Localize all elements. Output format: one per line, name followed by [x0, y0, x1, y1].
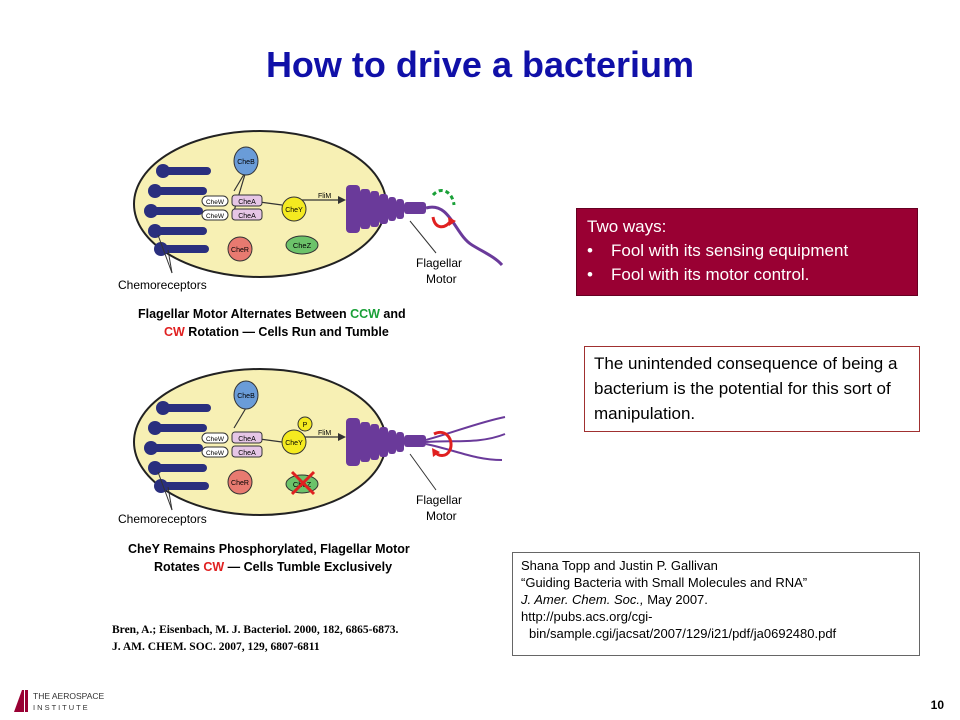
chea-protein [231, 431, 263, 444]
flim-label: FliM [318, 193, 331, 200]
svg-text:CheA: CheA [238, 199, 256, 206]
svg-text:CheW: CheW [206, 213, 225, 220]
two-ways-list: Fool with its sensing equipment Fool wit… [587, 239, 907, 287]
citation-journal: J. Amer. Chem. Soc., [521, 592, 644, 607]
svg-text:CheZ: CheZ [293, 241, 312, 250]
chea-protein [231, 194, 263, 207]
diagram-cw-only: CheB CheW CheW CheA CheA CheR P CheY Che… [118, 368, 506, 574]
flim-label: FliM [318, 430, 331, 437]
reference-item: Bren, A.; Eisenbach, M. J. Bacteriol. 20… [112, 624, 399, 636]
reference-item: J. AM. CHEM. SOC. 2007, 129, 6807-6811 [112, 641, 320, 653]
cross-mark-icon [290, 470, 316, 496]
diagram-caption: CW Rotation — Cells Run and Tumble [164, 325, 389, 339]
diagram-caption: CheY Remains Phosphorylated, Flagellar M… [128, 542, 410, 556]
aerospace-institute-logo: THE AEROSPACE I N S T I T U T E [14, 690, 104, 712]
chew-protein [201, 209, 229, 221]
motor-label: Motor [426, 509, 457, 523]
svg-text:CheR: CheR [231, 480, 249, 487]
page-title: How to drive a bacterium [265, 44, 695, 85]
cher-protein [227, 236, 253, 262]
flagellar-motor [346, 418, 426, 466]
chea-protein [231, 208, 263, 221]
chemoreceptors-label: Chemoreceptors [118, 512, 207, 526]
svg-text:CheB: CheB [237, 159, 255, 166]
chea-protein [231, 445, 263, 458]
flagellar-label: Flagellar [416, 493, 462, 507]
consequence-note: The unintended consequence of being a ba… [584, 346, 920, 432]
svg-text:P: P [303, 422, 308, 429]
cheb-protein [233, 380, 259, 410]
flagellar-label: Flagellar [416, 256, 462, 270]
svg-text:CheY: CheY [285, 440, 303, 447]
svg-text:CheA: CheA [238, 450, 256, 457]
svg-text:CheW: CheW [206, 436, 225, 443]
chemoreceptor-array [144, 164, 211, 256]
two-ways-heading: Two ways: [587, 217, 667, 236]
chemoreceptors-label: Chemoreceptors [118, 278, 207, 292]
diagram-caption: Rotates CW — Cells Tumble Exclusively [154, 560, 392, 574]
svg-text:I N S T I T U T E: I N S T I T U T E [33, 703, 88, 712]
chew-protein [201, 432, 229, 444]
diagram-ccw-cw: CheB CheW CheW CheA CheA CheR CheY CheZ … [118, 130, 504, 339]
chew-protein [201, 446, 229, 458]
flagellar-motor [346, 185, 426, 233]
svg-text:CheA: CheA [238, 213, 256, 220]
chew-protein [201, 195, 229, 207]
cher-protein [227, 469, 253, 495]
chez-protein [285, 235, 319, 255]
svg-text:THE AEROSPACE: THE AEROSPACE [33, 691, 104, 701]
two-ways-box: Two ways: Fool with its sensing equipmen… [576, 208, 918, 296]
svg-text:CheA: CheA [238, 436, 256, 443]
svg-text:CheW: CheW [206, 450, 225, 457]
citation-box: Shana Topp and Justin P. Gallivan “Guidi… [512, 552, 920, 656]
list-item: Fool with its motor control. [587, 263, 907, 287]
svg-text:CheR: CheR [231, 247, 249, 254]
svg-text:CheB: CheB [237, 393, 255, 400]
citation-url[interactable]: http://pubs.acs.org/cgi- [521, 609, 653, 624]
chemoreceptor-array [144, 401, 211, 493]
list-item: Fool with its sensing equipment [587, 239, 907, 263]
page-number: 10 [930, 698, 944, 712]
citation-journal-line: J. Amer. Chem. Soc., May 2007. [521, 591, 911, 608]
motor-label: Motor [426, 272, 457, 286]
citation-authors: Shana Topp and Justin P. Gallivan [521, 558, 718, 573]
reference-list: Bren, A.; Eisenbach, M. J. Bacteriol. 20… [112, 622, 398, 656]
citation-url-cont[interactable]: bin/sample.cgi/jacsat/2007/129/i21/pdf/j… [529, 626, 837, 641]
citation-title: “Guiding Bacteria with Small Molecules a… [521, 575, 808, 590]
phosphate-group [297, 416, 313, 432]
chey-protein [281, 429, 307, 455]
cheb-protein [233, 146, 259, 176]
svg-text:CheY: CheY [285, 207, 303, 214]
chey-protein [281, 196, 307, 222]
svg-text:CheW: CheW [206, 199, 225, 206]
diagram-caption: Flagellar Motor Alternates Between CCW a… [138, 307, 406, 321]
citation-date: May 2007. [643, 592, 708, 607]
